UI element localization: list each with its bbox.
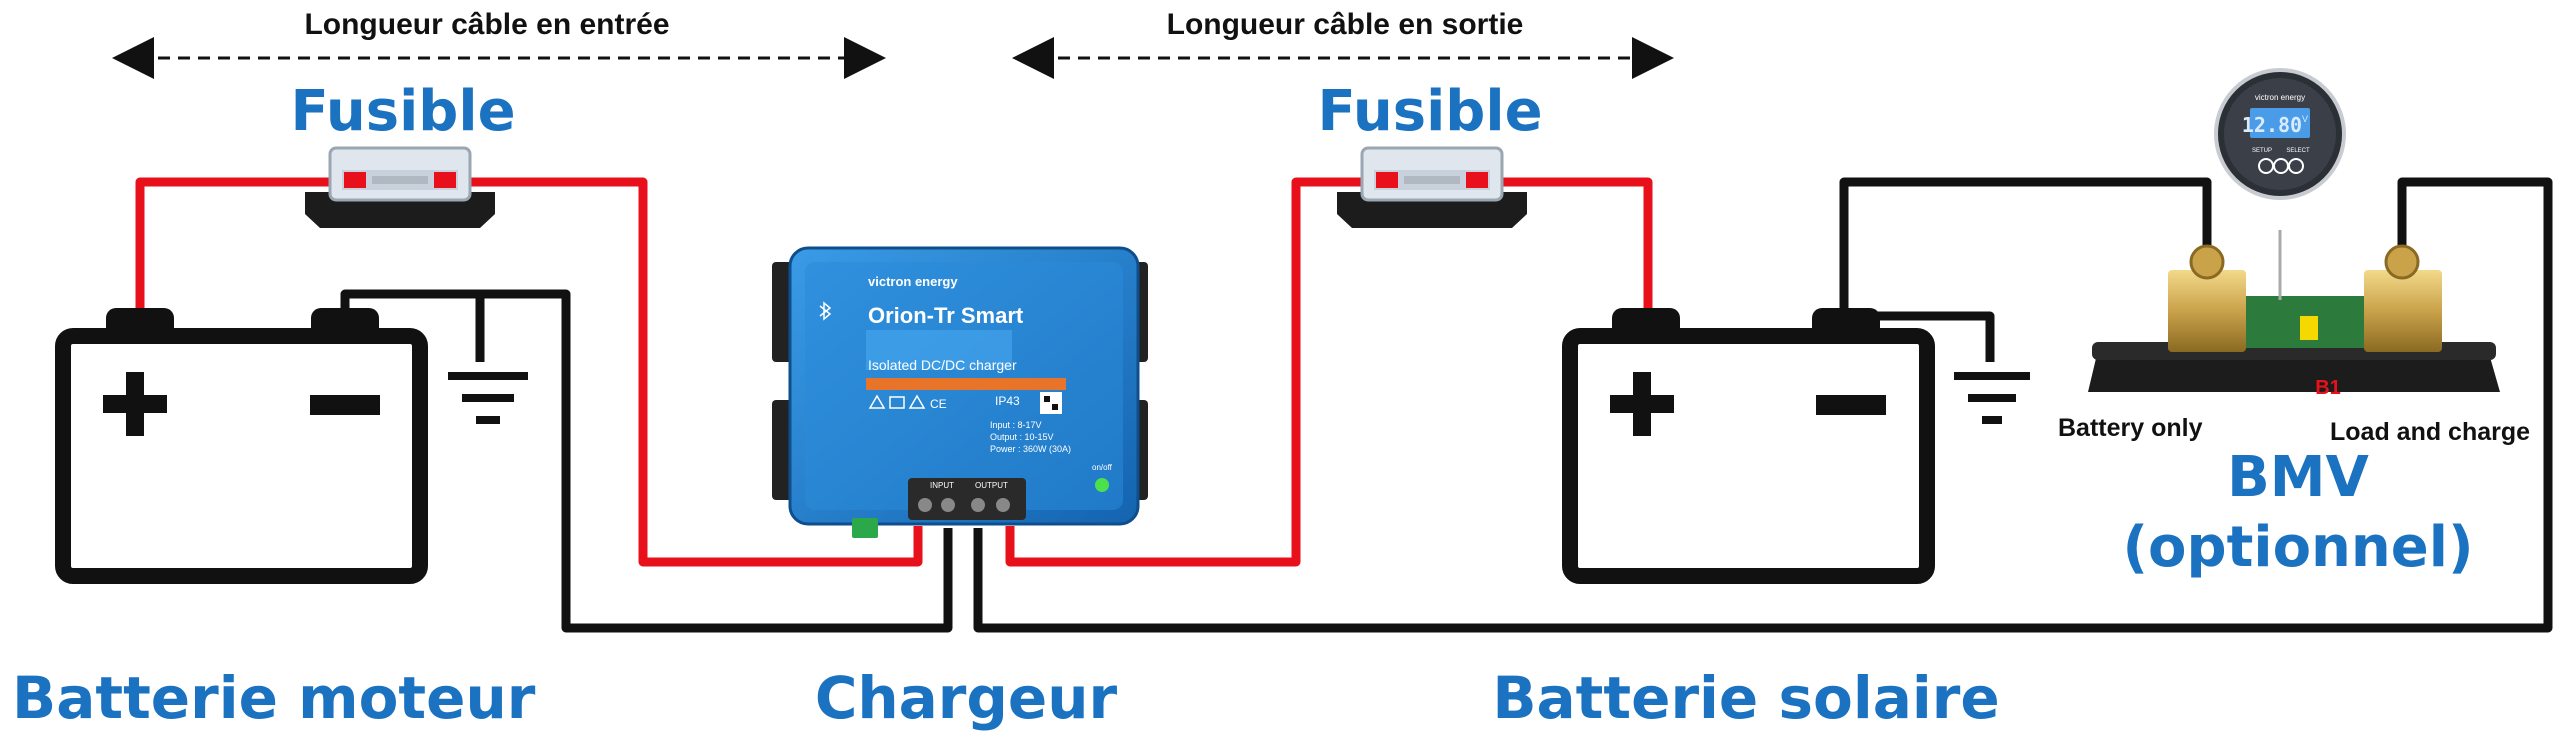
certification-icons: CE [868,394,947,411]
charger-model: Orion-Tr Smart [868,303,1024,328]
remote-connector-icon [852,518,878,538]
charger-brand: victron energy [868,274,958,289]
solar-positive-wire [1478,177,1653,316]
charger-label: Chargeur [815,664,1118,732]
solar-negative-wire [1839,177,2212,316]
engine-negative-wire [345,289,953,633]
input-length-dimension: Longueur câble en entrée [112,8,886,79]
output-negative-wire [973,177,2553,633]
shunt-terminal-left [2168,270,2246,352]
fuse-holder-right-icon [1337,146,1527,228]
fuse-right-label: Fusible [1317,79,1542,144]
terminal-block [908,478,1026,520]
charger-power-spec: Power : 360W (30A) [990,444,1071,454]
shunt-battery-side-label: Battery only [2058,414,2203,442]
monitor-setup-label: SETUP [2252,148,2272,154]
solar-ground-lead [1844,311,1995,362]
charger-device: victron energy Orion-Tr Smart Isolated D… [772,246,1148,538]
input-length-label: Longueur câble en entrée [304,8,669,41]
monitor-unit: V [2302,114,2308,124]
shunt-terminal-label: B1 [2315,377,2341,399]
charger-input-spec: Input : 8-17V [990,420,1042,430]
ground-icon [1954,372,2030,424]
qr-code-icon [1040,392,1062,414]
charger-output-positive-wire [1005,177,1380,567]
monitor-button-icon [2288,158,2304,174]
fuse-holder-left-icon [305,146,495,228]
bmv-subtitle: (optionnel) [2122,515,2473,580]
solar-battery-label: Batterie solaire [1492,664,1999,732]
charger-output-spec: Output : 10-15V [990,432,1054,442]
output-length-label: Longueur câble en sortie [1167,8,1524,41]
charger-subtitle: Isolated DC/DC charger [868,357,1017,373]
output-length-dimension: Longueur câble en sortie [1012,8,1674,79]
charger-rating: IP43 [995,394,1020,408]
monitor-select-label: SELECT [2286,148,2310,154]
fuse-left-label: Fusible [290,79,515,144]
charger-input-positive-wire [440,177,923,567]
shunt-terminal-right [2364,270,2442,352]
solar-battery-icon [1562,308,1935,584]
port-input-label: INPUT [930,481,954,490]
charger-led-label: on/off [1092,463,1113,472]
negative-wires [340,177,2553,633]
minus-sign [310,395,380,415]
bmv-title: BMV [2227,445,2369,510]
status-led [1095,478,1109,492]
engine-positive-wire [135,177,340,316]
bmv-shunt: B1 [2088,230,2500,399]
bmv-monitor: victron energy 12.80 V SETUP SELECT [2214,68,2346,200]
bluetooth-icon [819,301,832,321]
monitor-display [2250,108,2310,138]
positive-wires [135,177,1653,567]
monitor-reading: 12.80 [2242,113,2302,137]
shunt-load-side-label: Load and charge [2330,418,2530,446]
engine-battery-label: Batterie moteur [12,664,536,732]
svg-text:CE: CE [930,397,947,411]
charger-orange-stripe [866,378,1066,390]
engine-battery-icon [55,308,428,584]
monitor-brand: victron energy [2255,93,2305,102]
port-output-label: OUTPUT [975,481,1008,490]
ground-icon [448,372,528,424]
